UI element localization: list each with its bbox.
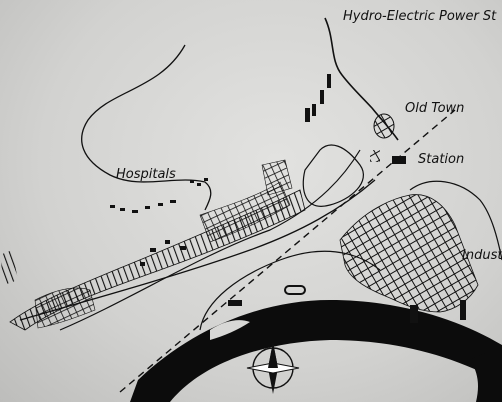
label-power-station: Hydro-Electric Power St xyxy=(343,9,497,24)
industrial-district xyxy=(339,194,479,313)
contour-industry-ridge xyxy=(409,180,502,261)
compass-rose-icon xyxy=(246,342,300,394)
river xyxy=(130,300,502,402)
station-building xyxy=(392,156,406,164)
town-block-hill xyxy=(261,159,293,196)
sports-ground xyxy=(284,285,306,295)
town-block-west xyxy=(34,287,96,329)
contour-loop-station xyxy=(302,144,364,207)
west-edge-settlement xyxy=(0,250,18,285)
old-town-cluster xyxy=(305,74,395,162)
label-hospitals: Hospitals xyxy=(116,167,176,182)
industrial-block-south xyxy=(410,305,418,323)
hospital-buildings xyxy=(110,178,208,266)
town-block-center xyxy=(199,181,291,243)
riverside-warehouse xyxy=(228,300,242,306)
label-industry: Indust xyxy=(462,248,502,263)
label-station: Station xyxy=(418,152,464,167)
contour-valley-lower xyxy=(59,149,361,331)
contour-hospitals-hill xyxy=(81,44,212,211)
industrial-block-east xyxy=(460,300,466,320)
label-old-town: Old Town xyxy=(405,101,464,116)
river-island xyxy=(210,320,250,340)
river-mouth-right xyxy=(470,351,502,402)
